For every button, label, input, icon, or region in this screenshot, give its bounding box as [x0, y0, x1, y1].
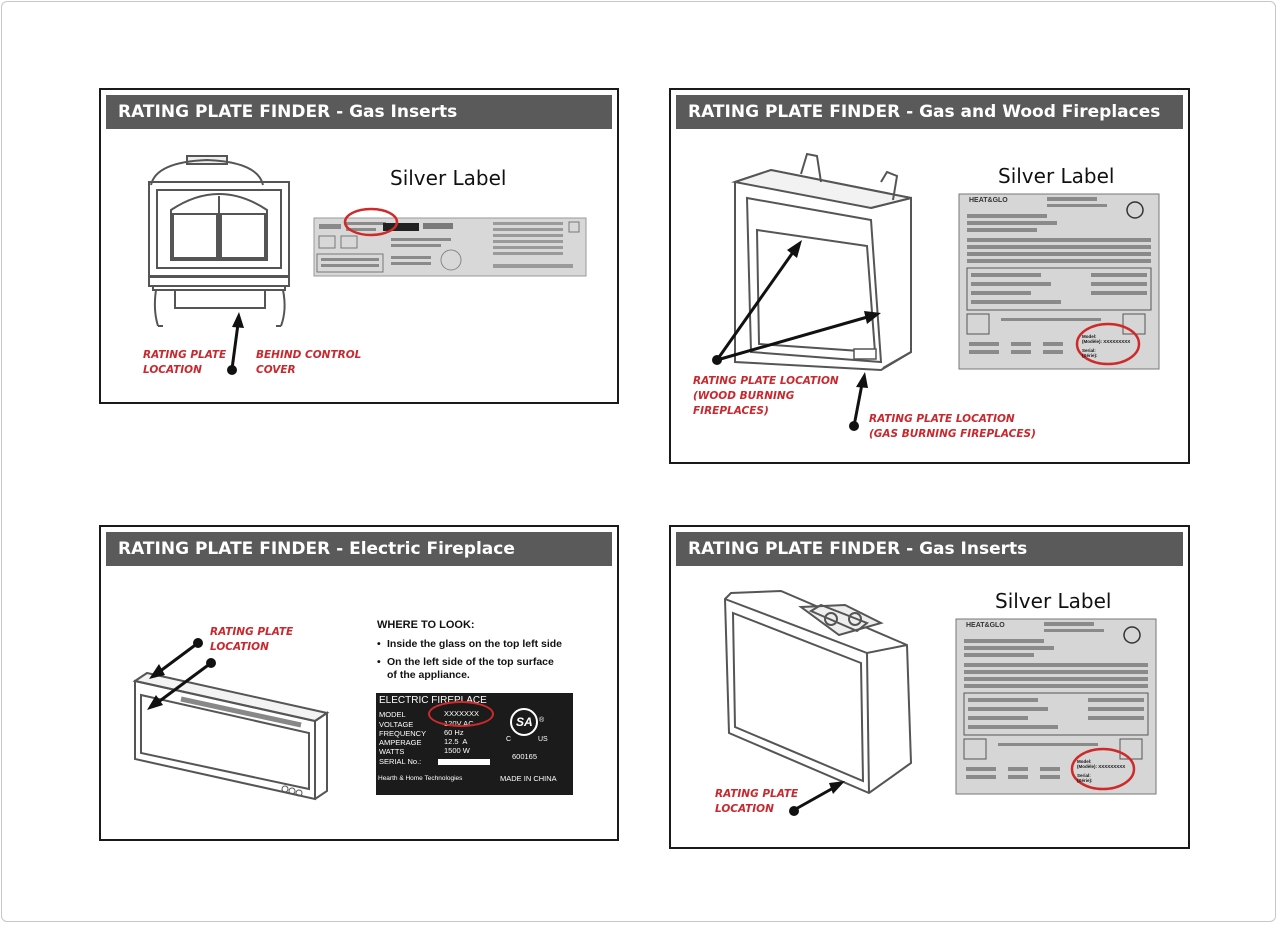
- country-of-origin: MADE IN CHINA: [500, 774, 557, 783]
- silver-label-title: Silver Label: [995, 589, 1112, 613]
- plate-row-value: 12.5 A: [444, 737, 468, 746]
- plate-row-label: MODEL: [379, 710, 406, 719]
- csa-c-label: C: [506, 736, 512, 743]
- registered-icon: ®: [539, 717, 545, 724]
- plate-brand: HEAT&GLO: [969, 197, 1008, 204]
- electric-fireplace-illustration: [132, 638, 330, 801]
- plate-row-label: AMPERAGE: [379, 738, 422, 747]
- model-highlight-ellipse: [428, 701, 494, 727]
- where-item-bullet: •: [377, 656, 381, 668]
- silver-label-plate: [958, 193, 1160, 370]
- panel-header: RATING PLATE FINDER - Gas Inserts: [676, 532, 1183, 566]
- plate-row-value: 60 Hz: [444, 728, 464, 737]
- plate-row-label: FREQUENCY: [379, 729, 427, 738]
- panel-header: RATING PLATE FINDER - Electric Fireplace: [106, 532, 612, 566]
- csa-logo-icon: SA: [510, 708, 538, 736]
- plate-brand: HEAT&GLO: [966, 622, 1005, 629]
- silver-label-plate: [313, 207, 587, 277]
- plate-row-value: 1500 W: [444, 746, 470, 755]
- plate-serial-line: Serial: (Série):: [1077, 773, 1093, 783]
- panel-gas-wood-fireplaces: RATING PLATE FINDER - Gas and Wood Firep…: [669, 88, 1190, 464]
- silver-label-title: Silver Label: [390, 166, 507, 190]
- plate-row-label: WATTS: [379, 747, 405, 756]
- electric-rating-plate: ELECTRIC FIREPLACE MODEL XXXXXXX VOLTAGE…: [376, 693, 573, 795]
- panel-electric-fireplace: RATING PLATE FINDER - Electric Fireplace…: [99, 525, 619, 841]
- cert-number: 600165: [512, 752, 538, 761]
- panel-gas-inserts-2: RATING PLATE FINDER - Gas Inserts Silver…: [669, 525, 1190, 849]
- callout-rating-plate-location: RATING PLATE LOCATION: [715, 788, 799, 815]
- where-item-bullet: •: [377, 638, 381, 650]
- plate-serial-line: Serial: (Série):: [1082, 348, 1098, 358]
- panel-header: RATING PLATE FINDER - Gas Inserts: [106, 95, 612, 129]
- plate-row-label: VOLTAGE: [379, 720, 414, 729]
- gas-insert-illustration: [723, 589, 913, 816]
- plate-model-line: Model: (Modèle): XXXXXXXXX: [1077, 759, 1126, 769]
- panel-gas-inserts: RATING PLATE FINDER - Gas Inserts Silver…: [99, 88, 619, 404]
- plate-model-line: Model: (Modèle): XXXXXXXXX: [1082, 334, 1131, 344]
- callout-wood-burning: RATING PLATE LOCATION (WOOD BURNING FIRE…: [693, 375, 839, 417]
- serial-blank: [438, 759, 490, 765]
- where-item-2: On the left side of the top surface of t…: [387, 656, 554, 681]
- plate-row-label: SERIAL No.:: [379, 757, 422, 766]
- stove-illustration: [148, 155, 290, 375]
- callout-gas-burning: RATING PLATE LOCATION (GAS BURNING FIREP…: [869, 413, 1036, 440]
- manufacturer: Hearth & Home Technologies: [378, 775, 463, 782]
- plate-title: ELECTRIC FIREPLACE: [379, 695, 487, 706]
- where-item-1: Inside the glass on the top left side: [387, 638, 563, 650]
- callout-rating-plate-location: RATING PLATE LOCATION: [143, 349, 227, 376]
- csa-mark: SA: [516, 715, 533, 729]
- where-to-look-title: WHERE TO LOOK:: [377, 619, 475, 631]
- callout-behind-control-cover: BEHIND CONTROL COVER: [256, 349, 362, 376]
- callout-rating-plate-location: RATING PLATE LOCATION: [210, 626, 294, 653]
- panel-header: RATING PLATE FINDER - Gas and Wood Firep…: [676, 95, 1183, 129]
- silver-label-plate: [955, 618, 1157, 795]
- csa-us-label: US: [538, 736, 548, 743]
- fireplace-illustration: [712, 152, 912, 431]
- silver-label-title: Silver Label: [998, 164, 1115, 188]
